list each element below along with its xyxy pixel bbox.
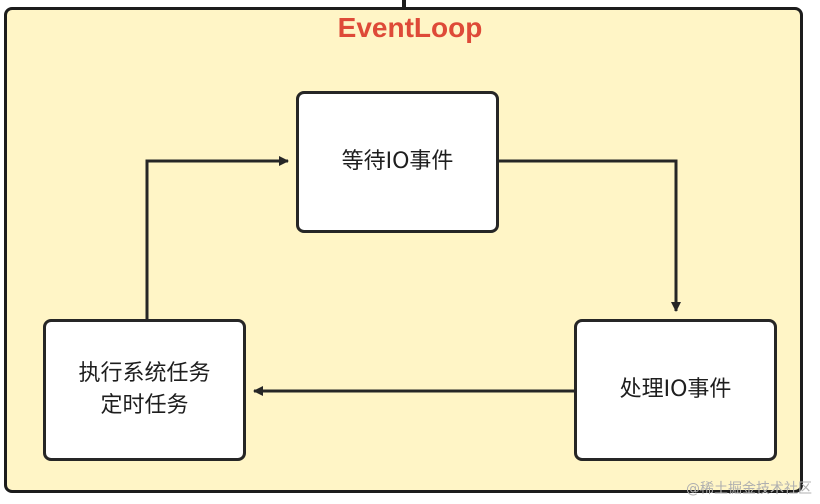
diagram-title: EventLoop — [337, 12, 483, 43]
edge-exec-to-wait — [145, 156, 289, 319]
node-label: 执行系统任务 定时任务 — [78, 361, 211, 418]
frame-top-connector — [402, 0, 406, 9]
node-exec-tasks: 执行系统任务 定时任务 — [43, 319, 246, 461]
node-handle-io-event: 处理IO事件 — [574, 319, 777, 461]
watermark: @稀土掘金技术社区 — [686, 481, 812, 497]
node-label: 等待IO事件 — [341, 149, 454, 175]
node-label: 处理IO事件 — [619, 377, 732, 403]
node-wait-io-event: 等待IO事件 — [296, 91, 499, 233]
edge-wait-to-handle — [499, 159, 681, 312]
